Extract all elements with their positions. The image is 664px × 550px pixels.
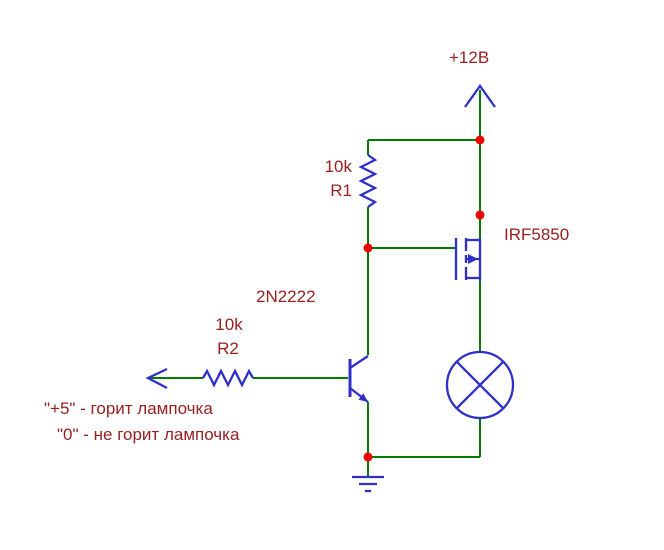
annotation-line-2: "0" - не горит лампочка [57, 425, 240, 444]
junction-dot-ground [363, 452, 373, 462]
junction-dot-source [475, 210, 485, 220]
mosfet-arrow-icon [468, 254, 478, 264]
ground-symbol [352, 475, 384, 493]
lamp-circle [445, 350, 515, 420]
junctions [363, 135, 485, 462]
power-arrow-icon [464, 84, 496, 108]
power-label: +12В [449, 48, 489, 67]
junction-dot-rail-branch [475, 135, 485, 145]
mosfet-irf5850: IRF5850 [454, 225, 569, 280]
resistor-r1-name: R1 [330, 181, 352, 200]
junction-dot-gate [363, 243, 373, 253]
annotations: "+5" - горит лампочка "0" - не горит лам… [44, 399, 240, 444]
power-supply: +12В [449, 48, 496, 108]
bjt-collector [349, 355, 369, 369]
resistor-r2: 10k R2 [145, 315, 254, 390]
bjt-emitter-arrow-icon [358, 393, 368, 402]
input-arrow-icon [145, 367, 168, 390]
transistor-2n2222-label: 2N2222 [256, 287, 316, 306]
lamp-cross-icon [455, 360, 505, 410]
annotation-line-1: "+5" - горит лампочка [44, 399, 213, 418]
wires [149, 90, 481, 476]
resistor-r2-value: 10k [215, 315, 243, 334]
mosfet-irf5850-label: IRF5850 [504, 225, 569, 244]
resistor-r1-value: 10k [325, 157, 353, 176]
resistor-r2-name: R2 [217, 339, 239, 358]
transistor-2n2222: 2N2222 [256, 287, 369, 403]
resistor-r1: 10k R1 [325, 154, 378, 208]
lamp [445, 350, 515, 420]
resistor-r2-symbol [202, 368, 254, 388]
resistor-r1-symbol [358, 154, 378, 208]
